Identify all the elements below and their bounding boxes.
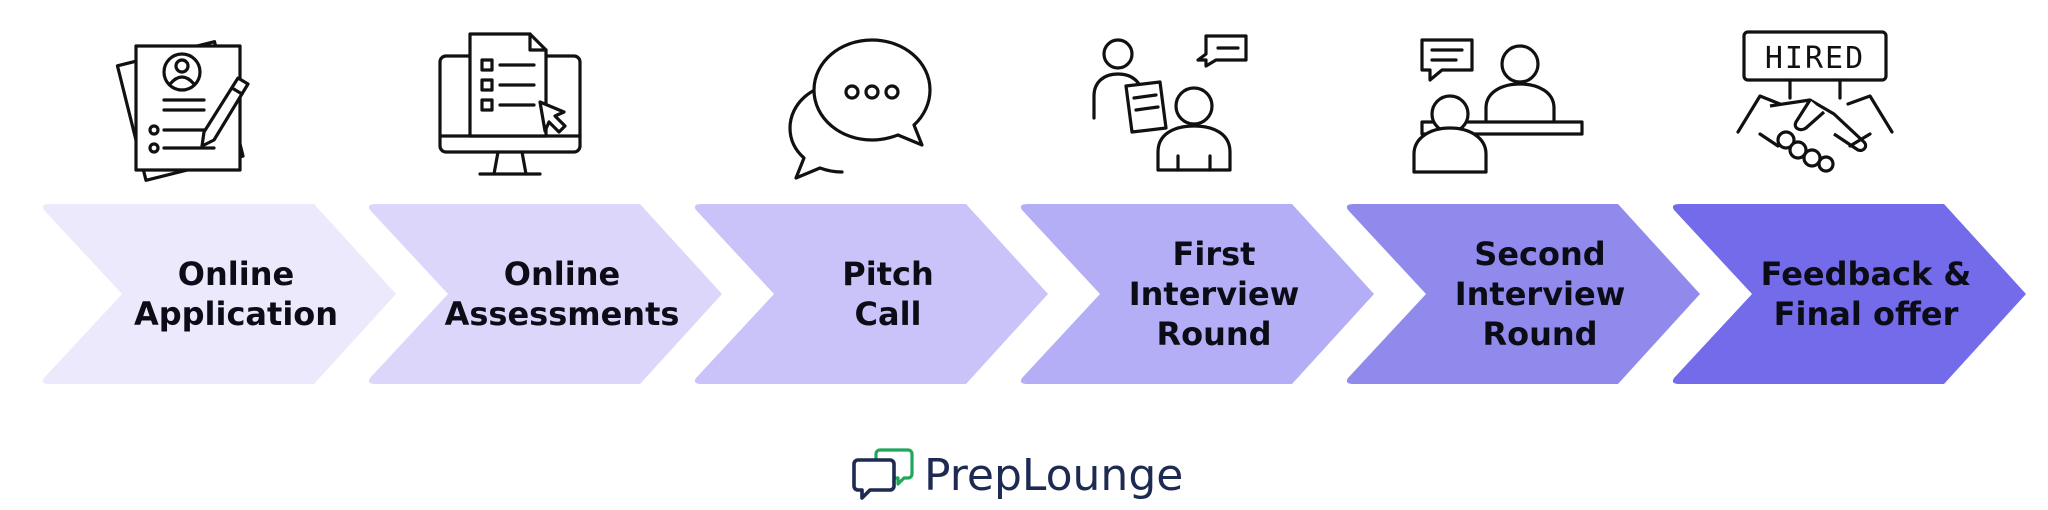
step-6: Feedback &Final offer — [1672, 204, 2026, 384]
step-chevron-shape — [368, 204, 722, 384]
step-label-line: First — [1173, 235, 1256, 273]
brand-name: PrepLounge — [924, 450, 1183, 501]
step-label-line: Round — [1482, 315, 1597, 353]
step-label-line: Online — [178, 255, 294, 293]
step-label-line: Online — [504, 255, 620, 293]
step-label-line: Application — [134, 295, 338, 333]
resume-icon — [115, 40, 250, 182]
step-chevrons: OnlineApplicationOnlineAssessmentsPitchC… — [42, 204, 2026, 384]
step-label-line: Call — [854, 295, 921, 333]
panel-interview-icon — [1412, 38, 1584, 174]
hired-sign-text: HIRED — [1765, 41, 1865, 76]
step-label-line: Round — [1156, 315, 1271, 353]
step-chevron-shape — [42, 204, 396, 384]
step-label-line: Interview — [1129, 275, 1300, 313]
interview-icon — [1092, 34, 1248, 172]
brand-footer: PrepLounge — [852, 448, 1183, 501]
chat-bubbles-icon — [788, 38, 932, 180]
step-label-line: Assessments — [445, 295, 680, 333]
step-label-line: Final offer — [1774, 295, 1959, 333]
step-chevron-shape — [1346, 204, 1700, 384]
hired-handshake-icon: HIRED — [1736, 30, 1894, 173]
computer-checklist-icon — [438, 32, 582, 176]
step-label-line: Interview — [1455, 275, 1626, 313]
step-label-line: Feedback & — [1761, 255, 1972, 293]
preplounge-logo-icon — [852, 448, 914, 500]
step-chevron-shape — [694, 204, 1048, 384]
step-chevron-shape — [1672, 204, 2026, 384]
step-chevron-shape — [1020, 204, 1374, 384]
step-label-line: Second — [1474, 235, 1605, 273]
step-label-line: Pitch — [842, 255, 933, 293]
